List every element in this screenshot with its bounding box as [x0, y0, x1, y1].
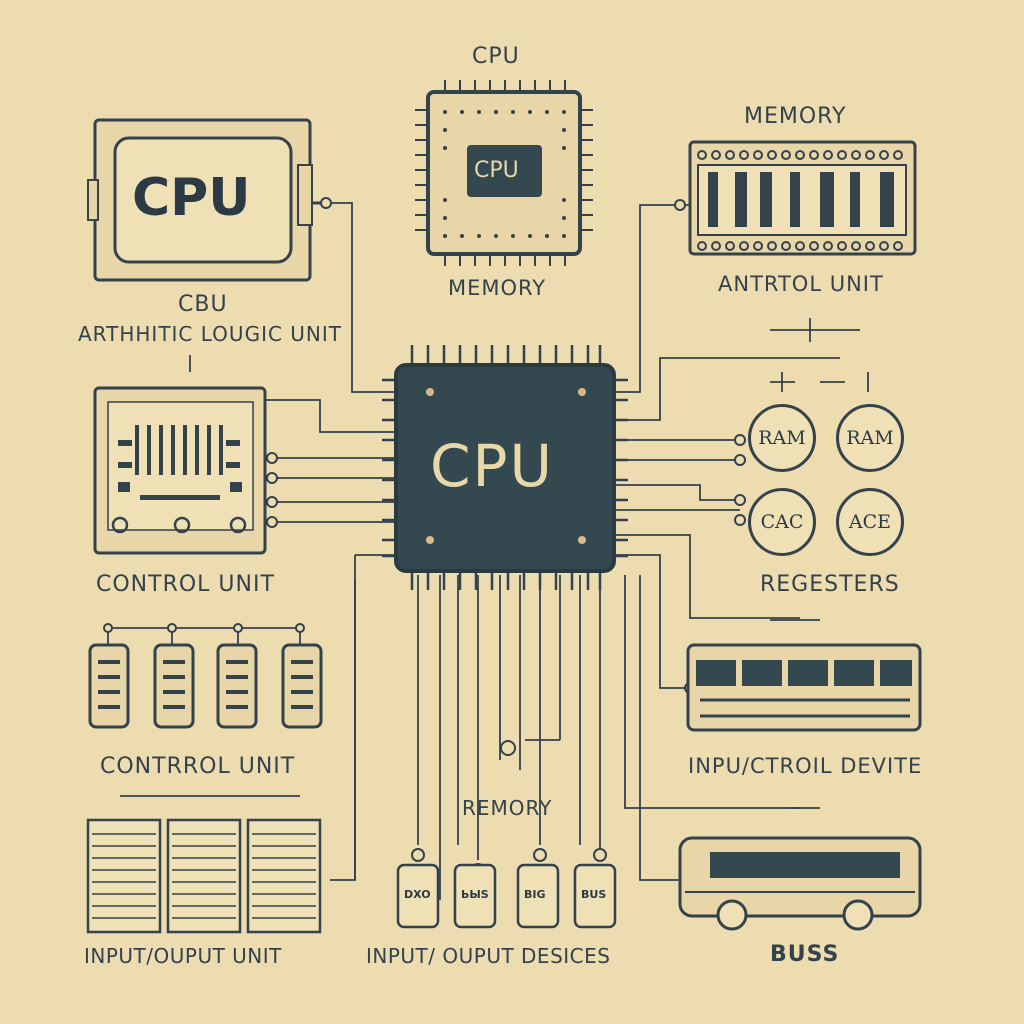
cac-circle: CAC: [748, 488, 816, 556]
ram-circle-2: RAM: [836, 404, 904, 472]
cpu-package-topleft: [87, 118, 313, 282]
device-tag-1: DXO: [404, 888, 431, 901]
ram-circle-1: RAM: [748, 404, 816, 472]
control-unit-components: [88, 643, 323, 729]
io-unit-panels: [86, 818, 322, 934]
alu-label: ARTHHITIC LOUGIC UNIT: [78, 322, 342, 346]
registers-label: REGESTERS: [760, 572, 900, 597]
top-chip-label: CPU: [474, 158, 519, 183]
control-unit-left-label: CONTROL UNIT: [96, 572, 275, 597]
remory-label: REMORY: [462, 796, 553, 820]
center-cpu-chip: [382, 345, 628, 590]
memory-module-top: [688, 140, 917, 256]
cpu-chip-top: [415, 80, 593, 266]
center-cpu-label: CPU: [430, 432, 554, 500]
io-device-tags: [396, 863, 617, 929]
left-cpu-box-label: CPU: [132, 168, 251, 228]
device-tag-2: ЬЫS: [461, 888, 489, 901]
input-control-device-panel: [686, 643, 922, 732]
memory-title: MEMORY: [744, 104, 847, 129]
device-tag-4: BUS: [581, 888, 607, 901]
ace-circle: ACE: [836, 488, 904, 556]
control-unit-panel: [93, 386, 267, 555]
top-cpu-label: CPU: [472, 44, 520, 69]
left-cbu-label: CBU: [178, 292, 228, 317]
input-control-device-label: INPU/CTROIL DEVITE: [688, 754, 923, 778]
bus-vehicle: [678, 836, 922, 931]
buss-label: BUSS: [770, 942, 840, 967]
control-unit-left2-label: CONTRROL UNIT: [100, 754, 296, 779]
input-output-unit-label: INPUT/OUPUT UNIT: [84, 944, 282, 968]
top-memory-label: MEMORY: [448, 276, 547, 300]
control-unit-right-label: ANTRTOL UNIT: [718, 272, 884, 296]
input-output-devices-label: INPUT/ OUPUT DESICES: [366, 944, 611, 968]
device-tag-3: BIG: [524, 888, 546, 901]
